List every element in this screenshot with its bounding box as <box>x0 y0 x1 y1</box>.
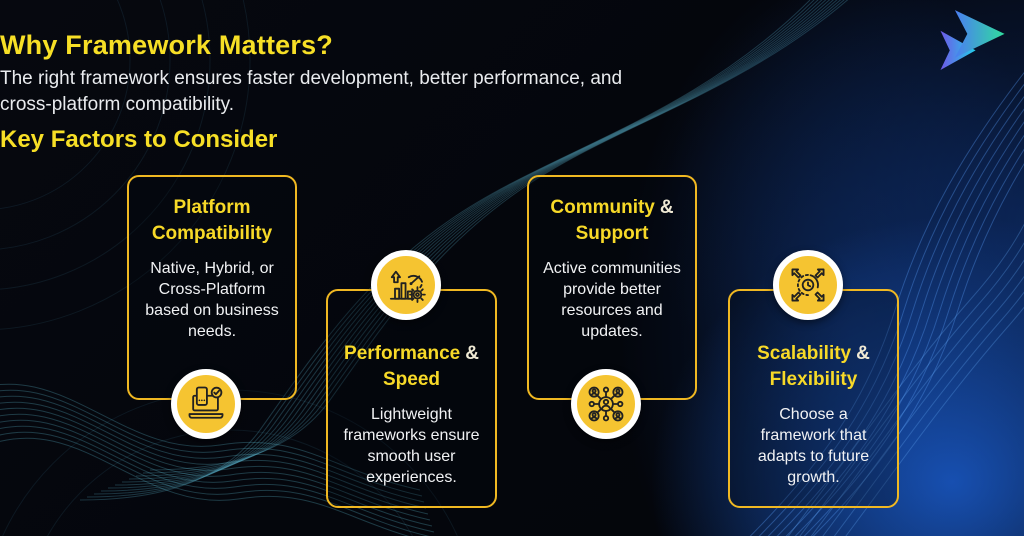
laptop-mobile-check-icon <box>171 369 241 439</box>
title-line-1: Community <box>550 197 655 218</box>
card-description: Choose a framework that adapts to future… <box>757 406 870 486</box>
expand-arrows-clock-icon <box>772 250 843 320</box>
title-line-2: Flexibility <box>769 369 858 390</box>
section-title: Key Factors to Consider <box>0 126 278 153</box>
page-title: Why Framework Matters? <box>0 30 333 60</box>
card-description: Active communities provide better resour… <box>543 260 681 340</box>
title-line-2: Compatibility <box>151 223 273 244</box>
title-line-1: Platform <box>173 197 251 218</box>
ampersand: & <box>856 343 870 364</box>
ampersand: & <box>659 197 674 218</box>
card-community-support: Community& Support Active communities pr… <box>527 175 697 439</box>
community-network-icon <box>571 369 641 439</box>
speedometer-growth-icon <box>370 250 441 320</box>
card-scalability-flexibility: Scalability& Flexibility Choose a framew… <box>728 250 899 508</box>
card-description: Lightweight frameworks ensure smooth use… <box>343 406 480 486</box>
card-platform-compatibility: Platform Compatibility Native, Hybrid, o… <box>127 175 297 439</box>
card-description: Native, Hybrid, or Cross-Platform based … <box>145 260 279 340</box>
title-line-2: Support <box>575 223 649 244</box>
card-title: Scalability& Flexibility <box>730 341 897 393</box>
card-performance-speed: Performance& Speed Lightweight framework… <box>326 250 497 508</box>
card-title: Platform Compatibility <box>129 195 295 247</box>
title-line-1: Performance <box>344 343 461 364</box>
double-arrow-brand-logo-icon <box>940 10 1005 70</box>
title-line-2: Speed <box>382 369 441 390</box>
subtitle: The right framework ensures faster devel… <box>0 66 1024 118</box>
title-line-1: Scalability <box>757 343 852 364</box>
ampersand: & <box>465 343 479 364</box>
card-title: Community& Support <box>529 195 695 247</box>
subtitle-line-1: The right framework ensures faster devel… <box>0 68 623 89</box>
subtitle-line-2: cross-platform compatibility. <box>0 94 235 115</box>
card-title: Performance& Speed <box>328 341 495 393</box>
